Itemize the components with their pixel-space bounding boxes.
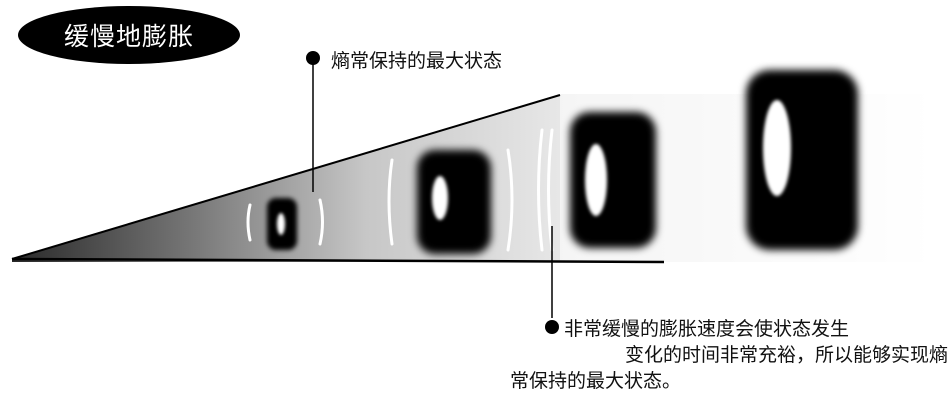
title-oval	[18, 6, 240, 64]
stage-3-shape	[570, 112, 656, 248]
top-callout-bullet	[306, 51, 320, 65]
bottom-callout-label: 非常缓慢的膨胀速度会使状态发生 变化的时间非常充裕，所以能够实现熵 常保持的最大…	[510, 316, 948, 394]
stage-1-shape	[267, 198, 297, 250]
stage-4-shape	[746, 70, 858, 250]
wedge-baseline	[11, 257, 665, 264]
bottom-callout-line-2: 变化的时间非常充裕，所以能够实现熵	[624, 344, 948, 366]
bottom-callout-line-3: 常保持的最大状态。	[510, 370, 682, 392]
wedge-upper-edge	[11, 94, 561, 260]
diagram-title: 缓慢地膨胀	[63, 22, 194, 51]
bottom-callout-line-1: 非常缓慢的膨胀速度会使状态发生	[564, 318, 850, 340]
bottom-callout-bullet	[545, 320, 559, 334]
motion-streaks	[246, 128, 554, 252]
stage-2-shape	[417, 150, 491, 254]
top-callout-label: 熵常保持的最大状态	[331, 50, 503, 72]
